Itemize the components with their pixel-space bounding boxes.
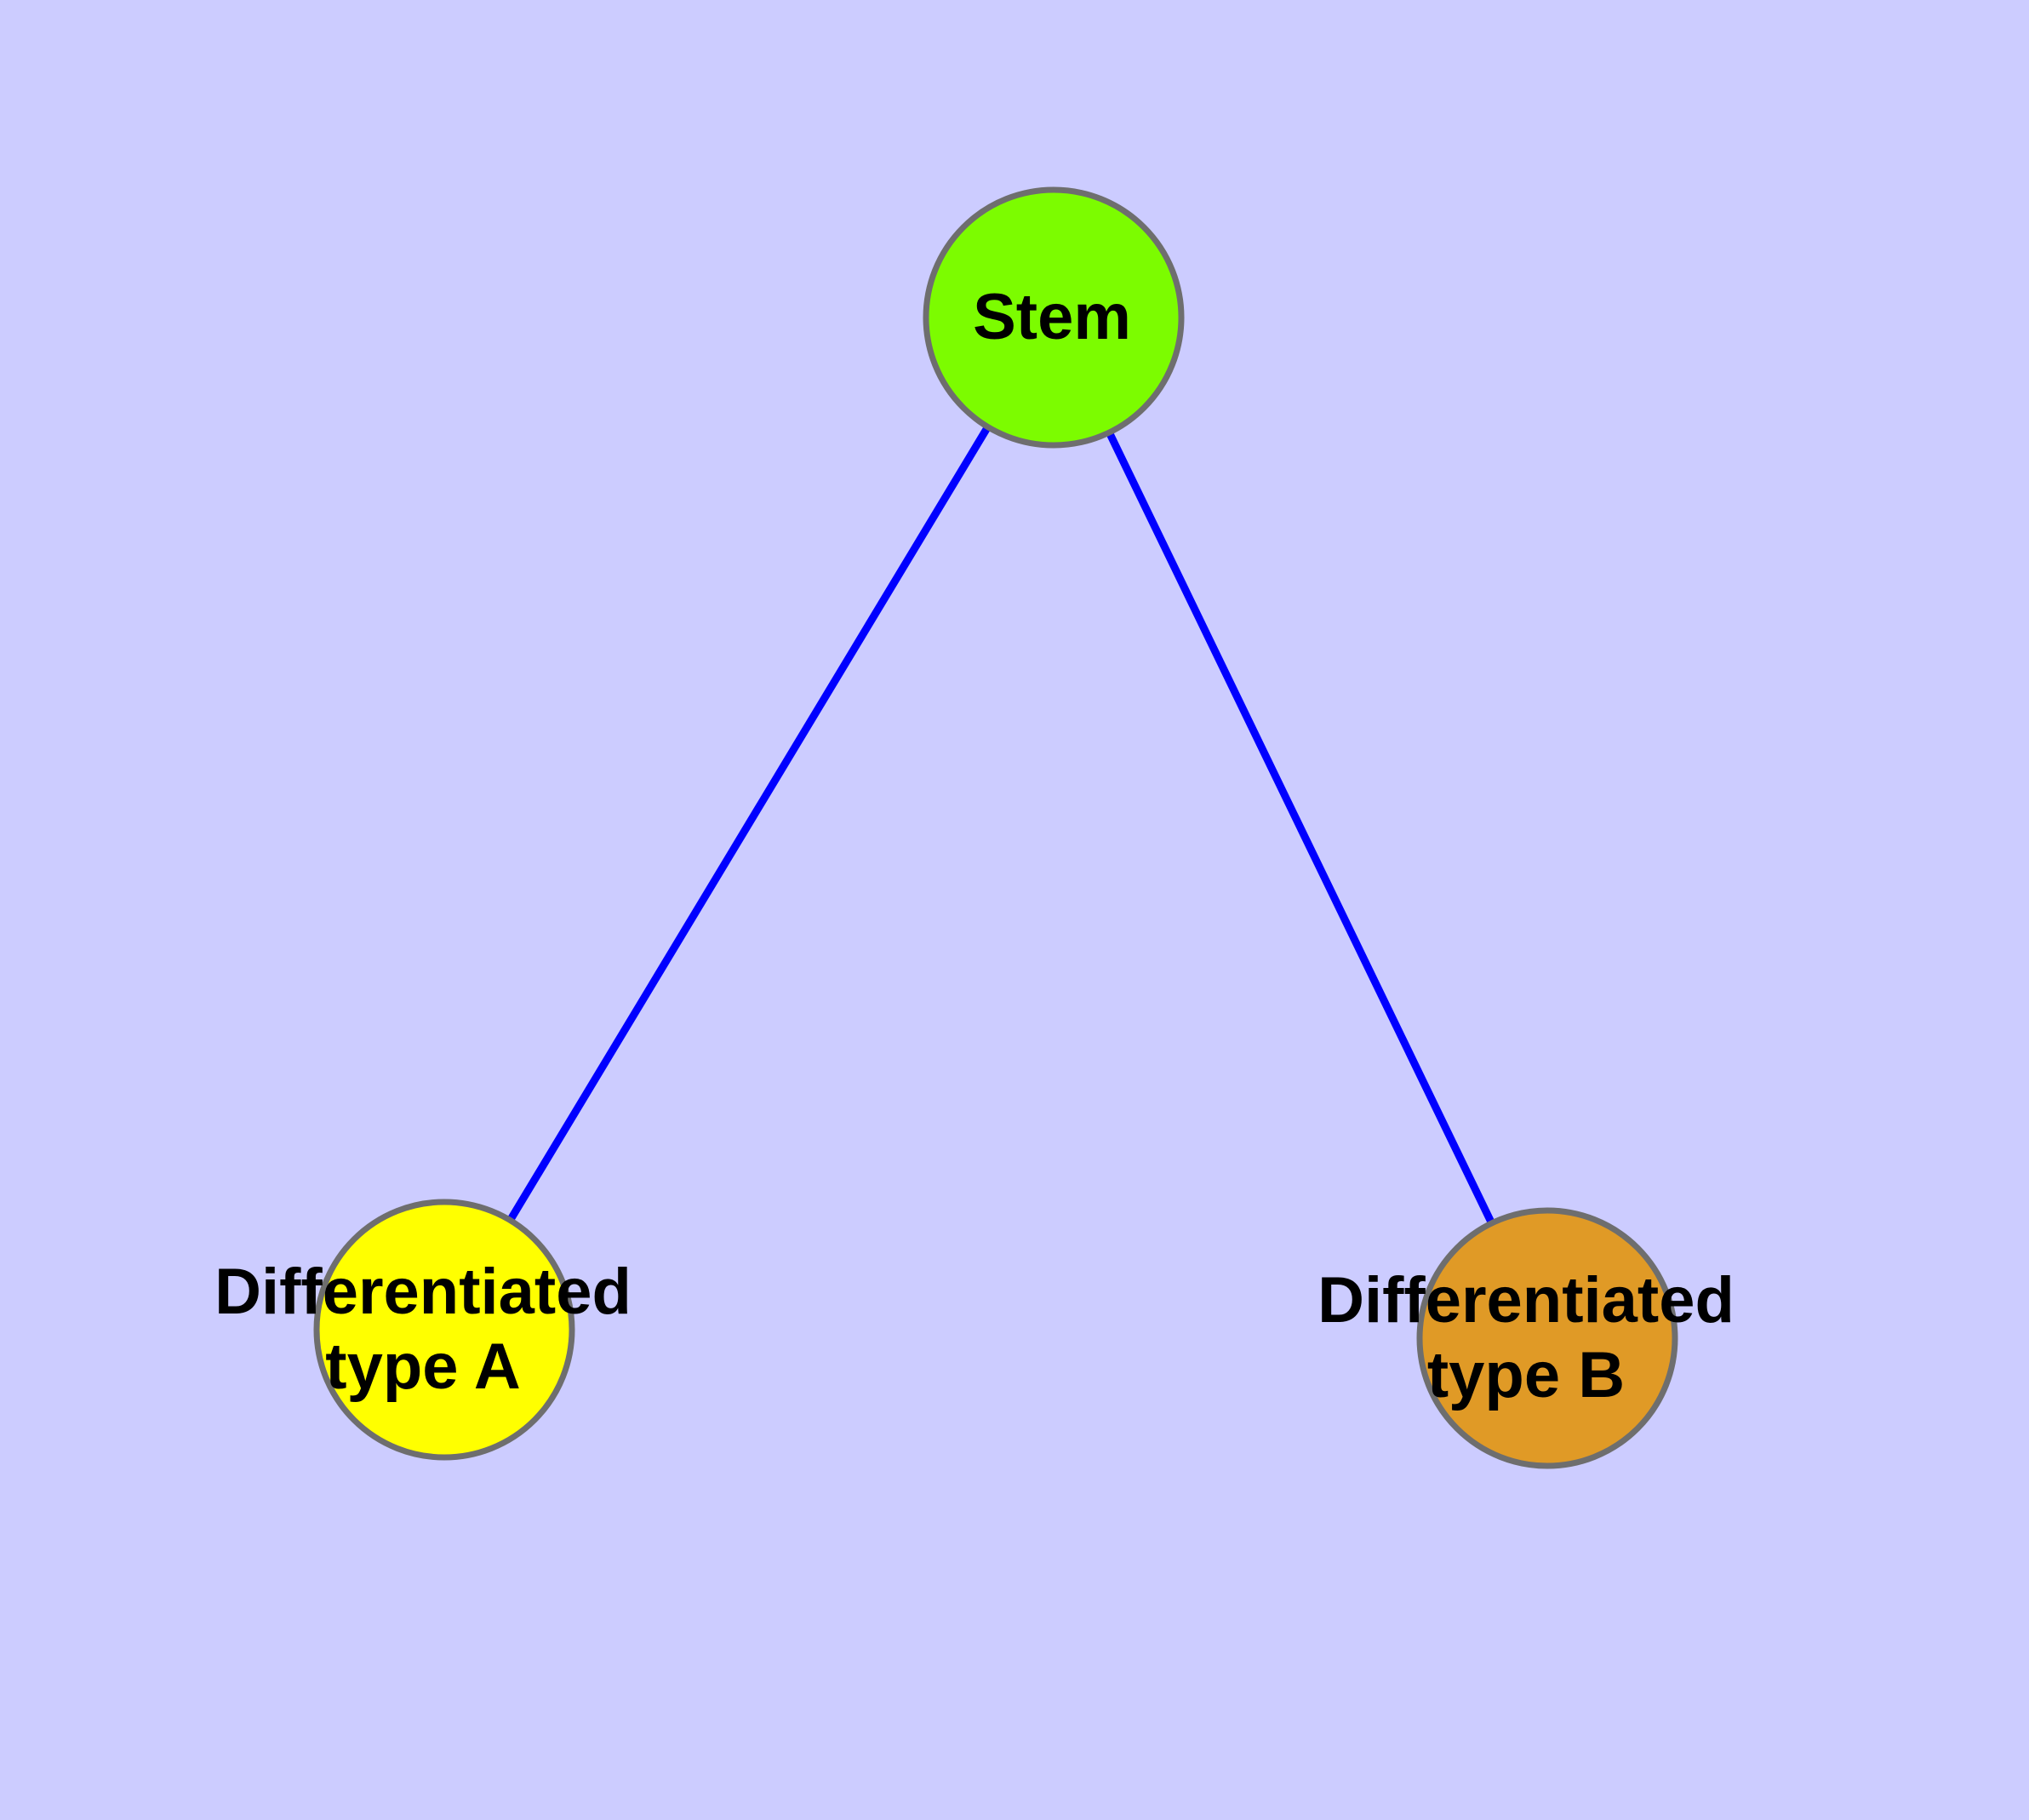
node-diff_a[interactable]	[313, 1199, 575, 1461]
node-label-line: type B	[1427, 1339, 1625, 1411]
node-label-line: Differentiated	[1317, 1264, 1735, 1336]
node-label-line: type A	[325, 1331, 520, 1403]
edge-layer	[441, 315, 1552, 1340]
edge-stem-to-diff_a[interactable]	[441, 315, 1057, 1332]
node-layer	[313, 186, 1678, 1469]
node-label-line: Stem	[973, 281, 1131, 353]
node-label-stem: Stem	[973, 281, 1131, 353]
node-stem[interactable]	[923, 186, 1185, 449]
node-label-line: Differentiated	[214, 1256, 632, 1328]
edge-stem-to-diff_b[interactable]	[1049, 316, 1552, 1340]
node-diff_b[interactable]	[1416, 1207, 1678, 1469]
